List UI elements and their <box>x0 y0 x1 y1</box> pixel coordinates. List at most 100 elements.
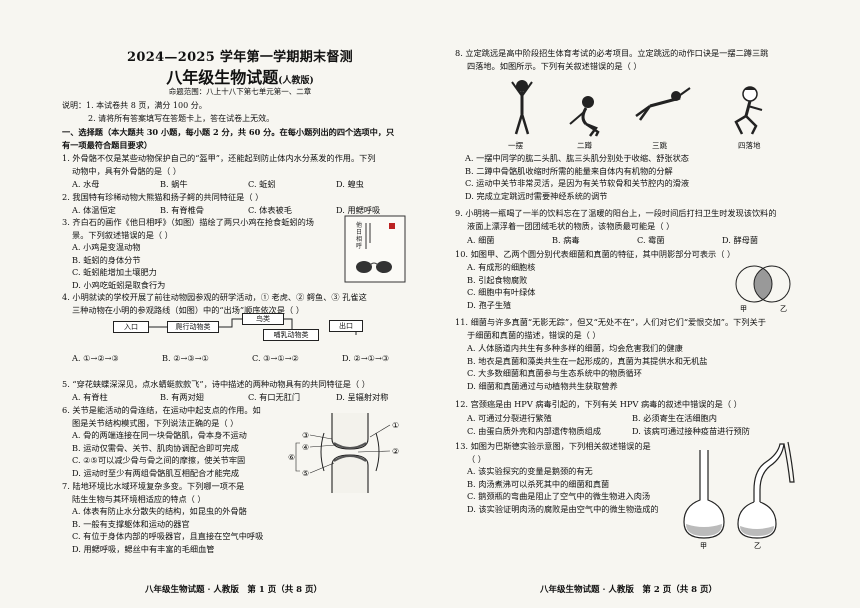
q4-stem2: 三种动物在小明的参观路线（如图）中的“出场”顺序依次是（ ） <box>72 304 305 315</box>
question-2: 2. 我国特有珍稀动物大熊猫和扬子鳄的共同特征是（ ） <box>62 192 264 202</box>
q11-option-a[interactable]: A. 人体肠道内共生有多种多样的细菌，均会危害我们的健康 <box>467 343 683 353</box>
chick-left <box>356 261 372 273</box>
venn-label-jia: 甲 <box>740 305 747 312</box>
lower-bone <box>331 454 369 493</box>
q9-option-b[interactable]: B. 病毒 <box>552 235 580 245</box>
q3-option-c[interactable]: C. 蚯蚓能增加土壤肥力 <box>72 267 157 278</box>
q3-stem1: 3. 齐白石的画作《他日相呼》（如图）描绘了两只小鸡在抢食蚯蚓的场 <box>62 217 314 227</box>
q2-option-a[interactable]: A. 体温恒定 <box>72 205 116 215</box>
edition-label: (人教版) <box>278 76 314 86</box>
venn-circle-jia <box>735 265 773 303</box>
q13-option-a[interactable]: A. 该实验探究的变量是鹅颈的有无 <box>467 466 593 477</box>
route-box-reptiles: 爬行动物类 <box>167 321 219 333</box>
q5-option-b[interactable]: B. 有两对翅 <box>160 392 204 402</box>
q3-option-a[interactable]: A. 小鸡是变温动物 <box>72 242 141 253</box>
q6-option-b[interactable]: B. 运动仅需骨、关节、肌肉协调配合即可完成 <box>72 442 239 453</box>
instruction-2: 2. 请将所有答案填写在答题卡上，答在试卷上无效。 <box>88 114 275 123</box>
q11-option-b[interactable]: B. 地衣是真菌和藻类共生在一起形成的，真菌为其提供水和无机盐 <box>467 355 708 366</box>
q10-option-c[interactable]: C. 细胞中有叶绿体 <box>467 287 536 298</box>
caption-swing: 一摆 <box>508 141 523 150</box>
q9-stem2: 液面上漂浮着一团团绒毛状的物质，该物质最可能是（ ） <box>467 220 675 231</box>
instructions: 说明：1. 本试卷共 8 页，满分 100 分。 2. 请将所有答案填写在答题卡… <box>62 99 274 125</box>
svg-text:他: 他 <box>356 221 362 229</box>
section-heading-line1: 一、选择题（本大题共 30 小题，每小题 2 分，共 60 分。在每小题列出的四… <box>62 127 395 137</box>
route-box-birds: 鸟类 <box>242 313 284 325</box>
q1-option-c[interactable]: C. 蚯蚓 <box>248 179 276 189</box>
q8-option-c[interactable]: C. 运动中关节非常灵活，是因为有关节软骨和关节腔内的滑液 <box>465 178 690 189</box>
question-10: 10. 如图甲、乙两个圆分别代表细菌和真菌的特征，其中阴影部分可表示（ ） <box>455 249 736 259</box>
venn-diagram: 甲 乙 <box>735 265 791 312</box>
q6-option-a[interactable]: A. 骨的两端连接在同一块骨骼肌，骨本身不运动 <box>72 430 247 441</box>
flask-jia <box>683 450 725 539</box>
q6-option-d[interactable]: D. 运动时至少有两组骨骼肌互相配合才能完成 <box>72 467 240 478</box>
q13-option-d[interactable]: D. 该实验证明肉汤的腐败是由空气中的微生物造成的 <box>467 503 659 514</box>
q7-option-a[interactable]: A. 体表有防止水分散失的结构，如昆虫的外骨骼 <box>72 506 247 517</box>
q10-option-a[interactable]: A. 有成形的细胞核 <box>467 262 536 272</box>
q11-option-c[interactable]: C. 大多数细菌和真菌参与生态系统中的物质循环 <box>467 368 642 379</box>
caption-squat: 二蹲 <box>577 141 592 150</box>
q4-option-a[interactable]: A. ①→②→③ <box>72 353 119 363</box>
q12-option-a[interactable]: A. 可通过分裂进行繁殖 <box>467 413 552 423</box>
q9-option-d[interactable]: D. 酵母菌 <box>722 235 759 245</box>
q10-option-b[interactable]: B. 引起食物腐败 <box>467 274 528 285</box>
figure-jump <box>635 87 691 121</box>
q1-options: A. 水母 B. 蜗牛 C. 蚯蚓 D. 蝗虫 <box>72 178 364 190</box>
question-5: 5. “穿花蛱蝶深深见，点水蜻蜓款款飞”，诗中描述的两种动物具有的共同特征是（ … <box>62 379 370 389</box>
q11-stem1: 11. 细菌与许多真菌“无影无踪”，但又“无处不在”，人们对它们“爱恨交加”。下… <box>455 317 766 327</box>
q1-option-b[interactable]: B. 蜗牛 <box>160 179 188 189</box>
footer-page-2: 八年级生物试题 · 人教版 第 2 页（共 8 页） <box>540 585 718 595</box>
q4-option-d[interactable]: D. ②→①→③ <box>342 353 390 363</box>
q7-option-c[interactable]: C. 有位于身体内部的呼吸器官，且直接在空气中呼吸 <box>72 531 264 542</box>
flask-label-yi: 乙 <box>754 542 761 550</box>
q4-stem1: 4. 小明就读的学校开展了前往动物园参观的研学活动，① 老虎、② 鳄鱼、③ 孔雀… <box>62 292 367 302</box>
q8-options: A. 一摆中同学的肱二头肌、肱三头肌分别处于收缩、舒张状态 B. 二蹲中骨骼肌收… <box>465 152 689 202</box>
q1-option-a[interactable]: A. 水母 <box>72 179 100 189</box>
q2-option-b[interactable]: B. 有脊椎骨 <box>160 205 204 215</box>
q11-option-d[interactable]: D. 细菌和真菌通过与动植物共生获取营养 <box>467 380 618 391</box>
articular-cartilage-bottom <box>333 455 367 462</box>
q12-option-c[interactable]: C. 由蛋白质外壳和内部遗传物质组成 <box>467 425 601 436</box>
q5-option-a[interactable]: A. 有脊柱 <box>72 392 108 402</box>
q9-option-c[interactable]: C. 霉菌 <box>637 235 665 245</box>
q4-option-c[interactable]: C. ③→①→② <box>252 353 299 363</box>
q8-stem2: 四落地。如图所示。下列有关叙述错误的是（ ） <box>467 60 642 71</box>
painting-calligraphy: 他 日 相 呼 <box>356 221 371 250</box>
svg-text:相: 相 <box>356 235 362 243</box>
q2-option-c[interactable]: C. 体表被毛 <box>248 205 292 215</box>
q1-option-d[interactable]: D. 蝗虫 <box>336 179 364 189</box>
articular-cartilage-top <box>333 442 367 449</box>
q6-stem2: 图是关节结构模式图，下列说法正确的是（ ） <box>72 417 239 428</box>
question-1: 1. 外骨骼不仅是某些动物保护自己的“盔甲”，还能起到防止体内水分蒸发的作用。下… <box>62 152 376 177</box>
question-6: 6. 关节是能活动的骨连结，在运动中起支点的作用。如 图是关节结构模式图，下列说… <box>62 404 312 480</box>
q5-options: A. 有脊柱 B. 有两对翅 C. 有口无肛门 D. 呈辐射对称 <box>72 391 388 403</box>
seal-stamp <box>389 223 395 229</box>
svg-text:呼: 呼 <box>356 243 362 250</box>
q13-option-b[interactable]: B. 肉汤煮沸可以杀死其中的细菌和真菌 <box>467 478 610 489</box>
q3-option-b[interactable]: B. 蚯蚓的身体分节 <box>72 254 141 265</box>
q7-option-b[interactable]: B. 一般有支撑躯体和运动的器官 <box>72 518 190 529</box>
caption-land: 四落地 <box>738 141 761 150</box>
q6-option-c[interactable]: C. ②⑤可以减少骨与骨之间的摩擦，使关节牢固 <box>72 455 246 466</box>
q12-option-b[interactable]: B. 必须寄生在活细胞内 <box>632 413 717 423</box>
q8-option-d[interactable]: D. 完成立定跳远时需要神经系统的调节 <box>465 190 608 201</box>
q8-option-a[interactable]: A. 一摆中同学的肱二头肌、肱三头肌分别处于收缩、舒张状态 <box>465 153 689 163</box>
q12-options: A. 可通过分裂进行繁殖 B. 必须寄生在活细胞内 C. 由蛋白质外壳和内部遗传物… <box>467 412 807 437</box>
q8-option-b[interactable]: B. 二蹲中骨骼肌收缩时所需的能量来自体内有机物的分解 <box>465 165 673 176</box>
joint-structure-diagram: ③ ④ ⑤ ⑥ ① ② <box>288 413 399 493</box>
q10-option-d[interactable]: D. 孢子生殖 <box>467 299 512 310</box>
q12-option-d[interactable]: D. 该病可通过接种疫苗进行预防 <box>632 425 750 436</box>
joint-label-3: ③ <box>302 431 309 440</box>
q3-option-d[interactable]: D. 小鸡吃蚯蚓是取食行为 <box>72 279 166 290</box>
q1-stem1: 1. 外骨骼不仅是某些动物保护自己的“盔甲”，还能起到防止体内水分蒸发的作用。下… <box>62 153 376 163</box>
q5-option-d[interactable]: D. 呈辐射对称 <box>336 392 389 402</box>
q7-option-d[interactable]: D. 用鳃呼吸，鳃丝中有丰富的毛细血管 <box>72 543 215 554</box>
venn-overlap <box>754 266 772 302</box>
q13-option-c[interactable]: C. 鹅颈瓶的弯曲是阻止了空气中的微生物进入肉汤 <box>467 491 651 502</box>
instruction-1: 说明：1. 本试卷共 8 页，满分 100 分。 <box>62 101 207 110</box>
q9-option-a[interactable]: A. 细菌 <box>467 235 495 245</box>
route-box-exit: 出口 <box>329 320 363 332</box>
q2-option-d[interactable]: D. 用鳃呼吸 <box>336 205 381 215</box>
section-heading-line2: 有一项最符合题目要求） <box>62 139 153 150</box>
q5-option-c[interactable]: C. 有口无肛门 <box>248 392 301 402</box>
q4-option-b[interactable]: B. ②→③→① <box>162 353 209 363</box>
